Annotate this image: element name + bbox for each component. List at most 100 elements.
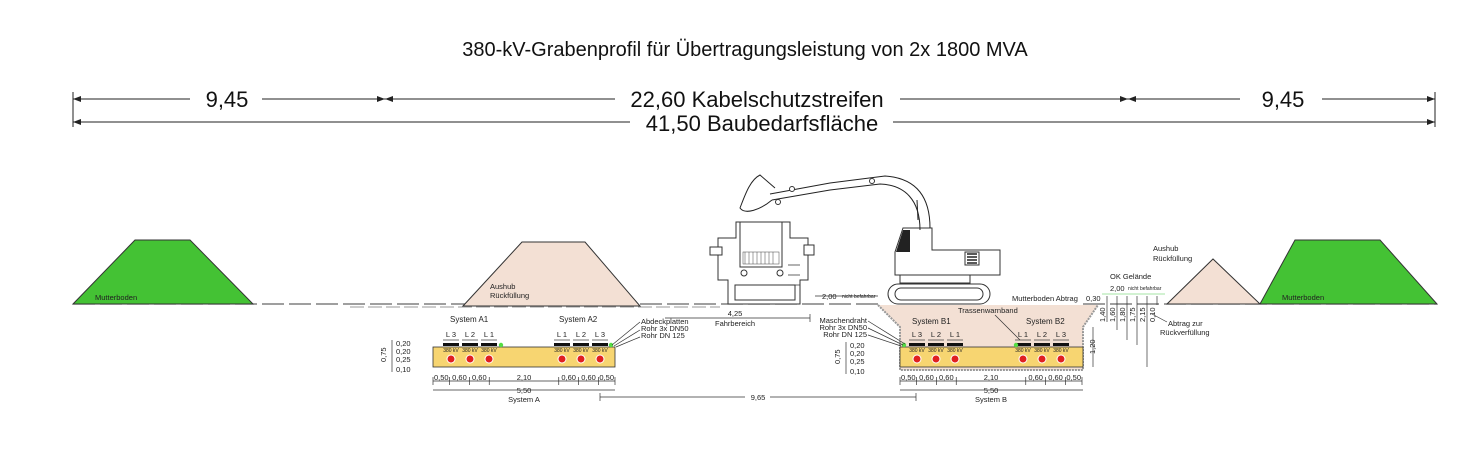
right-width: 2,00 [1110,284,1125,293]
depth-a-total: 0,75 [379,347,388,362]
depth-b-1: 0,20 [850,341,865,350]
width-label: 0,60 [561,373,576,382]
between-systems-dim: 9,65 [751,393,766,402]
voltage-label: 380 kV [1015,348,1031,354]
voltage-label: 380 kV [1053,348,1069,354]
phase-label: L 3 [912,330,922,339]
cable-duct [931,354,941,364]
width-label: 0,60 [939,373,954,382]
width-label: 0,60 [1048,373,1063,382]
driving-area-value: 4,25 [728,309,743,318]
cover-plate [1034,343,1050,346]
backfill-removal-2: Rückverfüllung [1160,328,1210,337]
phase-label: L 2 [931,330,941,339]
topsoil-label-left: Mutterboden [95,293,137,302]
system-a-total-width: 5,50 [517,386,532,395]
cover-plate [573,343,589,346]
vertical-dim: 2,15 [1138,307,1147,322]
cover-plate [1015,343,1031,346]
callout-a-1: Abdeckplatten [641,317,689,326]
ok-terrain-label: OK Gelände [1110,272,1151,281]
depth-a-2: 0,20 [396,347,411,356]
marker [901,342,907,348]
depth-a-1: 0,20 [396,339,411,348]
phase-label: L 2 [576,330,586,339]
depth-b-4: 0,10 [850,367,865,376]
dim-right: 9,45 [1262,87,1305,112]
cover-plate [554,343,570,346]
cable-duct [1037,354,1047,364]
width-label: 0,60 [452,373,467,382]
vertical-dim: 0,10 [1148,307,1157,322]
cable-duct [557,354,567,364]
width-label: 0,60 [919,373,934,382]
phase-label: L 1 [950,330,960,339]
system-b-total-width: 5,50 [984,386,999,395]
callout-b-3: Rohr DN 125 [823,330,867,339]
marker [1013,342,1019,348]
spoil-b-label-1: Aushub [1153,244,1178,253]
phase-label: L 2 [465,330,475,339]
cable-duct [1056,354,1066,364]
spoil-a-label-1: Aushub [490,282,515,291]
dim-total: 41,50 Baubedarfsfläche [646,111,878,136]
marker [608,342,614,348]
topsoil-mound-right [1259,239,1439,305]
backfill-removal-1: Abtrag zur [1168,319,1203,328]
phase-label: L 3 [1056,330,1066,339]
voltage-label: 380 kV [462,348,478,354]
system-b-name: System B [975,395,1007,404]
cover-plate [443,343,459,346]
topsoil-depth: 0,30 [1086,294,1101,303]
phase-label: L 3 [595,330,605,339]
system-a1-label: System A1 [450,315,489,324]
cable-duct [912,354,922,364]
cable-duct [595,354,605,364]
cover-plate [947,343,963,346]
topsoil-label-right: Mutterboden [1282,293,1324,302]
depth-b-2: 0,20 [850,349,865,358]
depth-scale-b: 0,75 0,20 0,20 0,25 0,10 [833,341,865,376]
topsoil-mound-left [71,239,255,305]
not-passable-value: 2,00 [822,292,837,301]
vertical-dim: 1,75 [1128,307,1137,322]
cable-duct [1018,354,1028,364]
callout-b-1: Maschendraht [819,316,867,325]
voltage-label: 380 kV [928,348,944,354]
dim-center: 22,60 Kabelschutzstreifen [630,87,883,112]
dim-left: 9,45 [206,87,249,112]
cable-duct [465,354,475,364]
system-a-name: System A [508,395,540,404]
depth-scale-a: 0,75 0,20 0,20 0,25 0,10 [379,339,411,374]
spoil-mound-a [461,241,642,307]
depth-a-4: 0,10 [396,365,411,374]
system-a-trench: System A1 System A2 L 3 380 kV L 2 380 kV L … [432,315,689,368]
excavator-drawing [739,174,1001,305]
voltage-label: 380 kV [573,348,589,354]
width-label: 0,50 [901,373,916,382]
cable-duct [576,354,586,364]
spoil-mound-b [1165,258,1262,305]
voltage-label: 380 kV [443,348,459,354]
system-a2-label: System A2 [559,315,598,324]
callout-a-3: Rohr DN 125 [641,331,685,340]
dimension-top: 9,45 22,60 Kabelschutzstreifen 9,45 41,5… [72,87,1436,136]
warning-tape-label: Trassenwarnband [958,306,1018,315]
phase-label: L 2 [1037,330,1047,339]
phase-label: L 3 [446,330,456,339]
width-label: 0,60 [1028,373,1043,382]
spoil-b-label-2: Rückfüllung [1153,254,1192,263]
cover-plate [1053,343,1069,346]
cable-duct [446,354,456,364]
voltage-label: 380 kV [481,348,497,354]
width-label: 2,10 [984,373,999,382]
cable-duct [950,354,960,364]
width-label: 0,50 [599,373,614,382]
spoil-a-label-2: Rückfüllung [490,291,529,300]
drawing-title: 380-kV-Grabenprofil für Übertragungsleis… [462,39,1028,61]
not-passable-label: nicht befahrbar [842,294,876,300]
phase-label: L 1 [1018,330,1028,339]
